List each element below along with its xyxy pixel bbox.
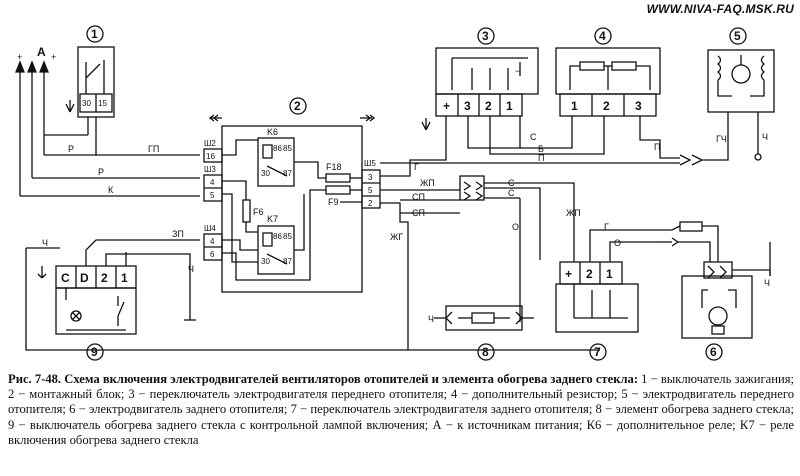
component-number-1: 1 [91,27,98,41]
plug-sh3-label: Ш3 [204,165,216,174]
terminal-a-label: А [37,45,46,59]
component-number-8: 8 [482,345,489,359]
wiring-diagram: + А + 1 30 15 Р ГП Р К 2 [15,25,775,361]
switch3-pin-plus: + [443,99,450,113]
wire-label-p-right: П [654,142,660,152]
fuse-f6-label: F6 [253,207,264,217]
wire-label-sp-2: СП [412,208,425,218]
wire-label-ch-switch9: Ч [188,264,194,274]
caption-body: 1 − выключатель зажигания; 2 − монтажный… [8,372,795,447]
wire-label-g-top: Г [414,162,419,172]
relay-k7-pin-86: 86 [273,232,282,241]
wire-label-ch-left: Ч [42,238,48,248]
switch9-pin-1: 1 [121,271,128,285]
front-heater-switch: 3 − + 3 2 1 [421,27,539,131]
wire-label-r-mid: Р [98,167,104,177]
component-number-4: 4 [599,29,606,43]
relay-k7-pin-87: 87 [283,257,292,266]
component-number-2: 2 [294,99,301,113]
wire-label-zhp-block: ЖП [420,178,435,188]
switch7-pin-plus: + [565,267,572,281]
component-number-5: 5 [734,29,741,43]
site-url: WWW.NIVA-FAQ.MSK.RU [646,2,794,16]
wire-label-o-lower: О [614,238,621,248]
plug-sh2-label: Ш2 [204,139,216,148]
component-number-7: 7 [594,345,601,359]
plus-sign-left: + [17,52,22,62]
switch3-minus: − [515,66,520,76]
power-terminals: + А + [15,45,56,196]
resistor4-pin-3: 3 [635,99,642,113]
plug-sh5-pin-2: 2 [368,199,373,208]
wire-label-gp: ГП [148,144,159,154]
front-heater-wiring: Г С Б П П [380,116,729,177]
relay-k7-pin-85: 85 [283,232,292,241]
plug-sh2-pin-16: 16 [206,152,215,161]
wire-label-zp: ЗП [172,229,184,239]
rear-heater-switch: 7 + 2 1 Г О [555,222,660,361]
caption-title: Рис. 7-48. Схема включения электродвигат… [8,372,639,386]
switch7-pin-2: 2 [586,267,593,281]
component-number-9: 9 [91,345,98,359]
plug-sh3-pin-5: 5 [210,191,215,200]
component-number-3: 3 [482,29,489,43]
plus-sign-right: + [51,52,56,62]
switch3-pin-1: 1 [506,99,513,113]
switch3-pin-3: 3 [464,99,471,113]
wire-label-g-lower: Г [604,222,609,232]
relay-k6-pin-86: 86 [273,144,282,153]
mounting-block: 2 Ш2 16 Ш3 4 5 Ш4 4 6 Ш5 3 5 2 K6 [203,97,381,293]
wire-label-zhp-switch7: ЖП [566,208,581,218]
rear-window-heater-element: 8 Ч [428,305,534,361]
ignition-pin-15: 15 [98,99,107,108]
wire-label-ch-motor5: Ч [762,132,768,142]
wire-label-sp-1: СП [412,192,425,202]
relay-k7-label: K7 [267,214,278,224]
relay-k7-pin-30: 30 [261,257,270,266]
wire-label-s-top: С [530,132,537,142]
fuse-f9-label: F9 [328,197,339,207]
relay-k6-pin-87: 87 [283,169,292,178]
plug-sh4-pin-6: 6 [210,250,215,259]
switch9-pin-2: 2 [101,271,108,285]
wire-label-b: Б [538,144,544,154]
fuse-f18-label: F18 [326,162,342,172]
figure-caption: Рис. 7-48. Схема включения электродвигат… [8,372,794,448]
rear-heater-motor: 6 Ч [612,221,771,361]
rear-heater-wiring: ЖП ЖГ СП СП С С О ЖП [380,175,600,351]
plug-sh4-label: Ш4 [204,224,216,233]
wire-label-gch: ГЧ [716,134,727,144]
ignition-switch: 1 30 15 [44,25,115,155]
switch7-pin-1: 1 [606,267,613,281]
resistor4-pin-2: 2 [603,99,610,113]
switch9-pin-d: D [80,271,89,285]
wire-label-r-top: Р [68,144,74,154]
relay-k6-pin-30: 30 [261,169,270,178]
relay-k6-label: K6 [267,127,278,137]
wire-label-o-mid: О [512,222,519,232]
wire-label-s-low: С [508,188,515,198]
resistor4-pin-1: 1 [571,99,578,113]
relay-k6-pin-85: 85 [283,144,292,153]
wire-label-zhg: ЖГ [390,232,403,242]
front-heater-motor: 5 ГЧ Ч [707,27,775,161]
input-wires: Р ГП Р К [20,144,200,197]
ignition-pin-30: 30 [82,99,91,108]
additional-resistor: 4 1 2 3 [555,27,661,117]
wire-label-ch-motor6: Ч [764,278,770,288]
switch9-pin-c: C [61,271,70,285]
wire-label-p-mid: П [538,153,544,163]
plug-sh5-pin-3: 3 [368,173,373,182]
wire-label-ch-element8: Ч [428,314,434,324]
plug-sh3-pin-4: 4 [210,178,215,187]
component-number-6: 6 [710,345,717,359]
switch3-pin-2: 2 [485,99,492,113]
wire-label-k: К [108,185,114,195]
rear-window-heater-switch: 9 C D 2 1 ЗП Ч Ч [25,229,408,361]
plug-sh5-pin-5: 5 [368,186,373,195]
plug-sh4-pin-4: 4 [210,237,215,246]
plug-sh5-label: Ш5 [364,159,376,168]
